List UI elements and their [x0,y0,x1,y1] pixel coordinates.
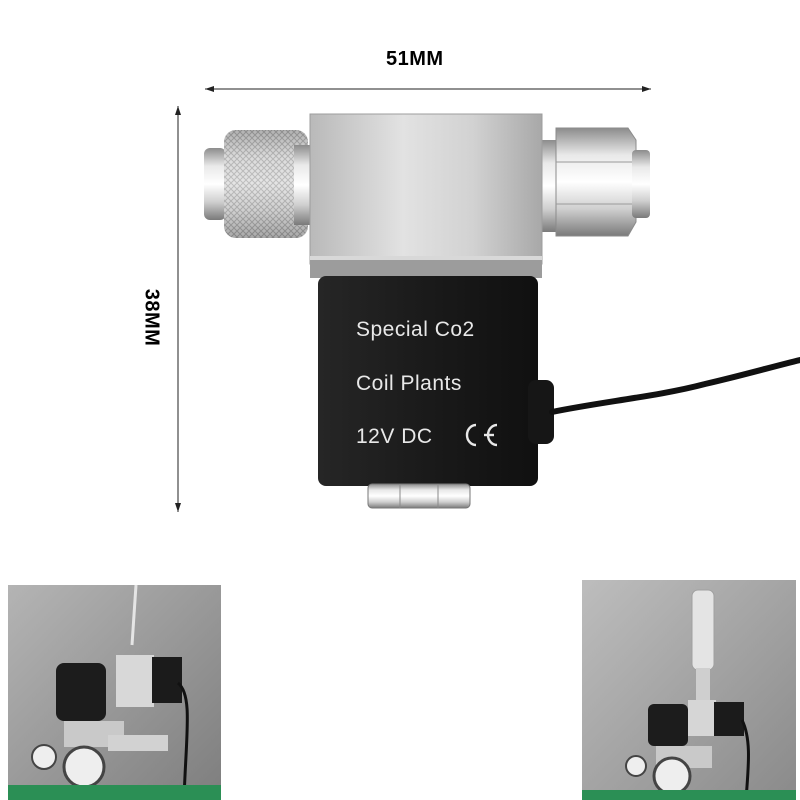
right-hex-fitting [536,127,650,237]
power-cable [549,357,800,415]
coil-body [318,276,554,486]
ce-mark-icon [465,423,498,447]
bottom-nut [367,483,471,509]
coil-label-line2: Coil Plants [356,372,462,395]
installation-photo-left [8,585,221,800]
coil-label-line3: 12V DC [356,425,433,448]
left-knurled-fitting [204,130,316,238]
height-dimension-label: 38MM [140,288,163,347]
width-dimension-line [205,86,651,92]
installation-photo-right [582,580,796,800]
coil-label-line1: Special Co2 [356,318,475,341]
height-dimension-line [175,106,181,512]
valve-body-block [309,113,543,278]
width-dimension-label: 51MM [386,48,444,70]
